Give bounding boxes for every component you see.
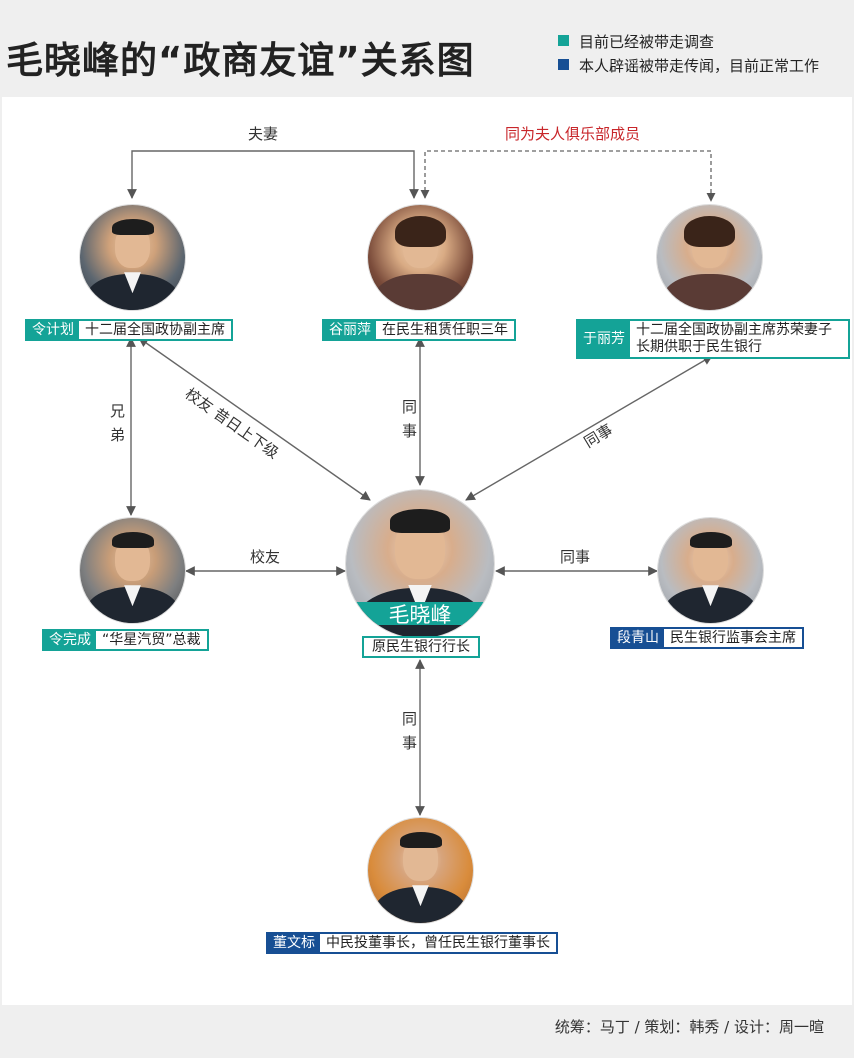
person-desc: 十二届全国政协副主席苏荣妻子长期供职于民生银行 (636, 322, 832, 355)
avatar-dong-wenbiao (368, 818, 473, 923)
person-label-gu-liping: 谷丽萍 在民生租赁任职三年 (322, 319, 516, 341)
relation-label-shi-dong: 事 (402, 734, 417, 752)
person-label-yu-lifang: 于丽芳 十二届全国政协副主席苏荣妻子长期供职于民生银行 (576, 319, 850, 359)
relation-label-xiaoyou-shangxia: 校友 昔日上下级 (182, 385, 282, 463)
avatar-ling-wancheng (80, 518, 185, 623)
relation-label-di: 弟 (110, 426, 125, 444)
person-desc: 原民生银行行长 (372, 639, 470, 655)
person-label-dong-wenbiao: 董文标 中民投董事长，曾任民生银行董事长 (266, 932, 558, 954)
person-name: 董文标 (268, 934, 320, 952)
legend-item-denied: 本人辟谣被带走传闻，目前正常工作 (558, 54, 819, 78)
relation-label-furen-club: 同为夫人俱乐部成员 (505, 125, 640, 143)
legend-text: 本人辟谣被带走传闻，目前正常工作 (579, 57, 820, 75)
relation-label-xiong: 兄 (110, 402, 125, 420)
page-title: 毛晓峰的“政商友谊”关系图 (6, 39, 475, 82)
avatar-mao-xiaofeng: 毛晓峰 (346, 490, 494, 638)
person-name: 令完成 (44, 631, 96, 649)
relation-label-tongshi-duan: 同事 (560, 548, 590, 566)
person-name: 段青山 (612, 629, 664, 647)
person-name: 令计划 (27, 321, 79, 339)
credits: 统筹：马丁 / 策划：韩秀 / 设计：周一暄 (554, 1018, 824, 1036)
person-label-ling-jihua: 令计划 十二届全国政协副主席 (25, 319, 233, 341)
edge-furen-club (420, 150, 716, 202)
edge-ling-mao (138, 337, 371, 501)
person-desc: “华星汽贸”总裁 (102, 632, 201, 648)
person-name: 谷丽萍 (324, 321, 376, 339)
edge-fuqi (127, 150, 419, 199)
person-desc: 民生银行监事会主席 (670, 630, 796, 646)
avatar-gu-liping (368, 205, 473, 310)
person-desc: 中民投董事长，曾任民生银行董事长 (326, 935, 550, 951)
relation-label-tong-dong: 同 (402, 710, 417, 728)
person-label-ling-wancheng: 令完成 “华星汽贸”总裁 (42, 629, 209, 651)
person-desc: 十二届全国政协副主席 (85, 322, 225, 338)
avatar-ling-jihua (80, 205, 185, 310)
relation-label-shi-gu: 事 (402, 422, 417, 440)
header: 毛晓峰的“政商友谊”关系图 目前已经被带走调查 本人辟谣被带走传闻，目前正常工作 (0, 0, 854, 96)
person-name: 于丽芳 (578, 321, 630, 357)
person-label-duan-qingshan: 段青山 民生银行监事会主席 (610, 627, 804, 649)
avatar-duan-qingshan (658, 518, 763, 623)
legend-text: 目前已经被带走调查 (579, 33, 715, 51)
teal-swatch-icon (558, 35, 569, 46)
relation-label-tong-gu: 同 (402, 398, 417, 416)
legend: 目前已经被带走调查 本人辟谣被带走传闻，目前正常工作 (558, 30, 819, 78)
legend-item-investigated: 目前已经被带走调查 (558, 30, 819, 54)
edge-yu-mao (465, 355, 713, 501)
relation-label-tongshi-yu: 同事 (581, 421, 616, 452)
blue-swatch-icon (558, 59, 569, 70)
person-label-mao-xiaofeng: 原民生银行行长 (362, 636, 480, 658)
relation-label-xiaoyou: 校友 (250, 548, 280, 566)
center-name-band: 毛晓峰 (346, 602, 494, 627)
relation-label-fuqi: 夫妻 (248, 125, 278, 143)
avatar-yu-lifang (657, 205, 762, 310)
person-desc: 在民生租赁任职三年 (382, 322, 508, 338)
